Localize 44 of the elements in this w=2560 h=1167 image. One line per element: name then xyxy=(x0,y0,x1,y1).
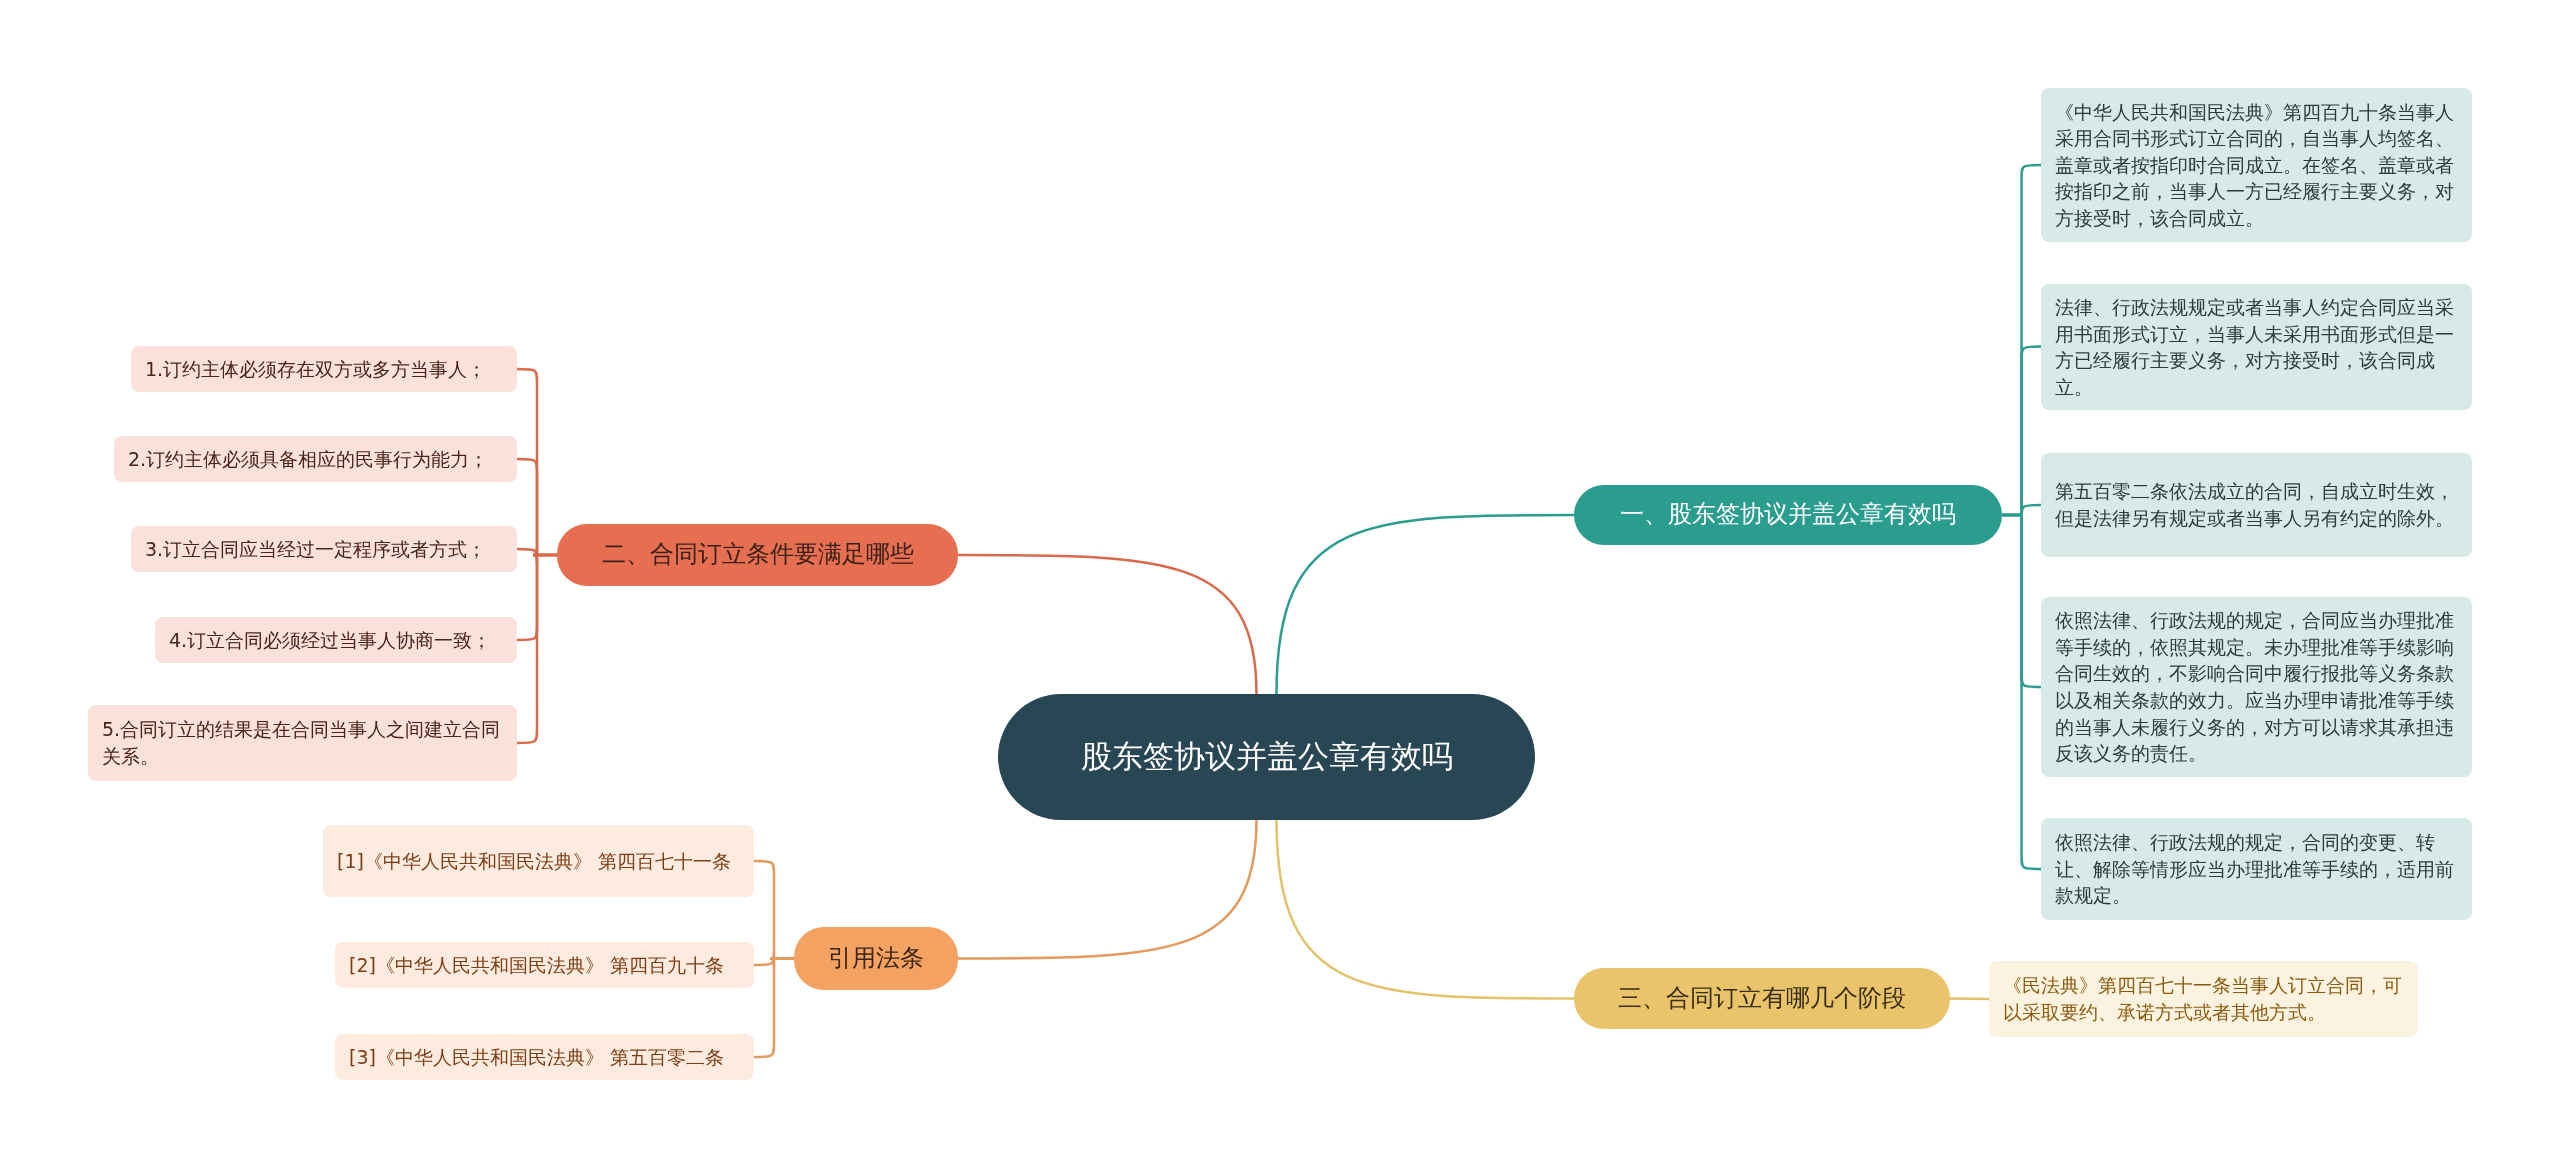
leaf-topic xyxy=(114,436,517,482)
topic-text: 3.订立合同应当经过一定程序或者方式； xyxy=(145,536,487,562)
branch-topic xyxy=(794,927,958,990)
branch-topic xyxy=(1574,485,2002,545)
topic-text: 2.订约主体必须具备相应的民事行为能力； xyxy=(128,446,489,472)
connector-line xyxy=(958,553,1258,695)
topic-text: 《中华人民共和国民法典》第四百九十条当事人采用合同书形式订立合同的，自当事人均签名、盖章或者按指印时合同成立。在签名、盖章或者按指印之前，当事人一方已经履行主要义务，对方接受时，该合同成立。 xyxy=(2055,99,2455,231)
topic-text: 依照法律、行政法规的规定，合同应当办理批准等手续的，依照其规定。未办理批准等手续影响合同生效的，不影响合同中履行报批等义务条款以及相关条款的效力。应当办理申请批准等手续的当事人未履行义务的，对方可以请求其承担违反该义务的责任。 xyxy=(2055,608,2455,767)
leaf-topic xyxy=(131,526,517,572)
leaf-topic xyxy=(335,1034,754,1080)
topic-text: 第五百零二条依法成立的合同，自成立时生效，但是法律另有规定或者当事人另有约定的除外。 xyxy=(2055,479,2455,531)
topic-text: [1]《中华人民共和国民法典》 第四百七十一条 xyxy=(337,848,731,874)
branch-topic xyxy=(557,524,958,586)
topic-text: 引用法条 xyxy=(828,942,924,974)
topic-text: 二、合同订立条件要满足哪些 xyxy=(601,539,914,571)
leaf-topic xyxy=(2041,597,2472,777)
topic-text: 法律、行政法规规定或者当事人约定合同应当采用书面形式订立，当事人未采用书面形式但是一方已经履行主要义务，对方接受时，该合同成立。 xyxy=(2055,295,2455,400)
connector-line xyxy=(1275,819,1574,1000)
leaf-topic xyxy=(131,346,517,392)
connector-line xyxy=(517,553,557,745)
leaf-topic xyxy=(2041,453,2472,557)
leaf-topic xyxy=(2041,818,2472,920)
leaf-topic xyxy=(1989,961,2418,1037)
topic-text: [3]《中华人民共和国民法典》 第五百零二条 xyxy=(349,1044,724,1070)
leaf-topic xyxy=(323,825,754,897)
topic-text: 1.订约主体必须存在双方或多方当事人； xyxy=(145,356,487,382)
topic-text: 《民法典》第四百七十一条当事人订立合同，可以采取要约、承诺方式或者其他方式。 xyxy=(2003,973,2403,1025)
leaf-topic xyxy=(155,617,517,663)
topic-text: 一、股东签协议并盖公章有效吗 xyxy=(1620,499,1956,531)
connector-line xyxy=(754,957,794,1059)
topic-text: [2]《中华人民共和国民法典》 第四百九十条 xyxy=(349,952,724,978)
topic-text: 5.合同订立的结果是在合同当事人之间建立合同关系。 xyxy=(102,717,502,769)
topic-text: 4.订立合同必须经过当事人协商一致； xyxy=(169,627,492,653)
leaf-topic xyxy=(335,942,754,988)
topic-text: 依照法律、行政法规的规定，合同的变更、转让、解除等情形应当办理批准等手续的，适用前款规定。 xyxy=(2055,830,2455,909)
connector-line xyxy=(1275,513,1574,695)
connector-line xyxy=(1950,997,1989,1001)
topic-text: 三、合同订立有哪几个阶段 xyxy=(1618,982,1906,1014)
connector-line xyxy=(958,819,1258,960)
leaf-topic xyxy=(2041,284,2472,411)
branch-topic xyxy=(1574,968,1950,1029)
leaf-topic xyxy=(88,705,517,781)
leaf-topic xyxy=(2041,88,2472,242)
topic-text: 股东签协议并盖公章有效吗 xyxy=(1080,737,1453,777)
